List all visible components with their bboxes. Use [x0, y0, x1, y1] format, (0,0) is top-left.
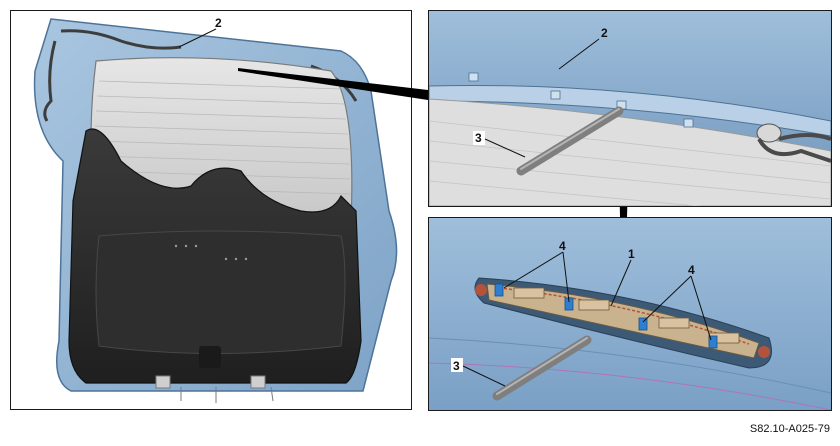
figure-reference-code: S82.10-A025-79 [749, 423, 830, 435]
callout-4-right: 4 [688, 263, 695, 277]
tailgate-overview-panel: 2 [10, 10, 412, 410]
callout-4-left: 4 [559, 239, 566, 253]
upper-edge-detail-illustration: 2 3 [429, 11, 831, 206]
detail-connector-wedge [238, 68, 428, 100]
cable-grommet [756, 123, 831, 163]
brake-light-detail-illustration: 4 1 4 3 [429, 218, 831, 410]
callout-3-bottom: 3 [453, 359, 460, 373]
tailgate-overview-illustration: 2 [33, 16, 398, 403]
removal-tool-rod [516, 106, 624, 176]
callout-1: 1 [628, 247, 635, 261]
callout-2-main: 2 [215, 16, 222, 30]
wiring-harness [43, 29, 182, 122]
retaining-clip-3 [638, 317, 648, 331]
callout-2-leader [178, 28, 217, 48]
removal-tool-rod-lower [492, 335, 592, 401]
brake-light-detail-panel: 4 1 4 3 [428, 217, 832, 411]
callout-3-top: 3 [475, 131, 482, 145]
tailgate-latch [199, 346, 221, 368]
retaining-clips [494, 283, 718, 349]
retaining-clip-1 [494, 283, 504, 297]
third-brake-light-housing [486, 283, 760, 359]
callout-2-top: 2 [601, 26, 608, 40]
trim-clip-dots [174, 244, 248, 261]
bottom-brackets [155, 375, 274, 403]
retaining-clip-4 [708, 335, 718, 349]
panel-clip-tabs [468, 72, 694, 128]
glass-edge-detail [429, 98, 831, 206]
upper-edge-detail-panel: 2 3 [428, 10, 832, 207]
